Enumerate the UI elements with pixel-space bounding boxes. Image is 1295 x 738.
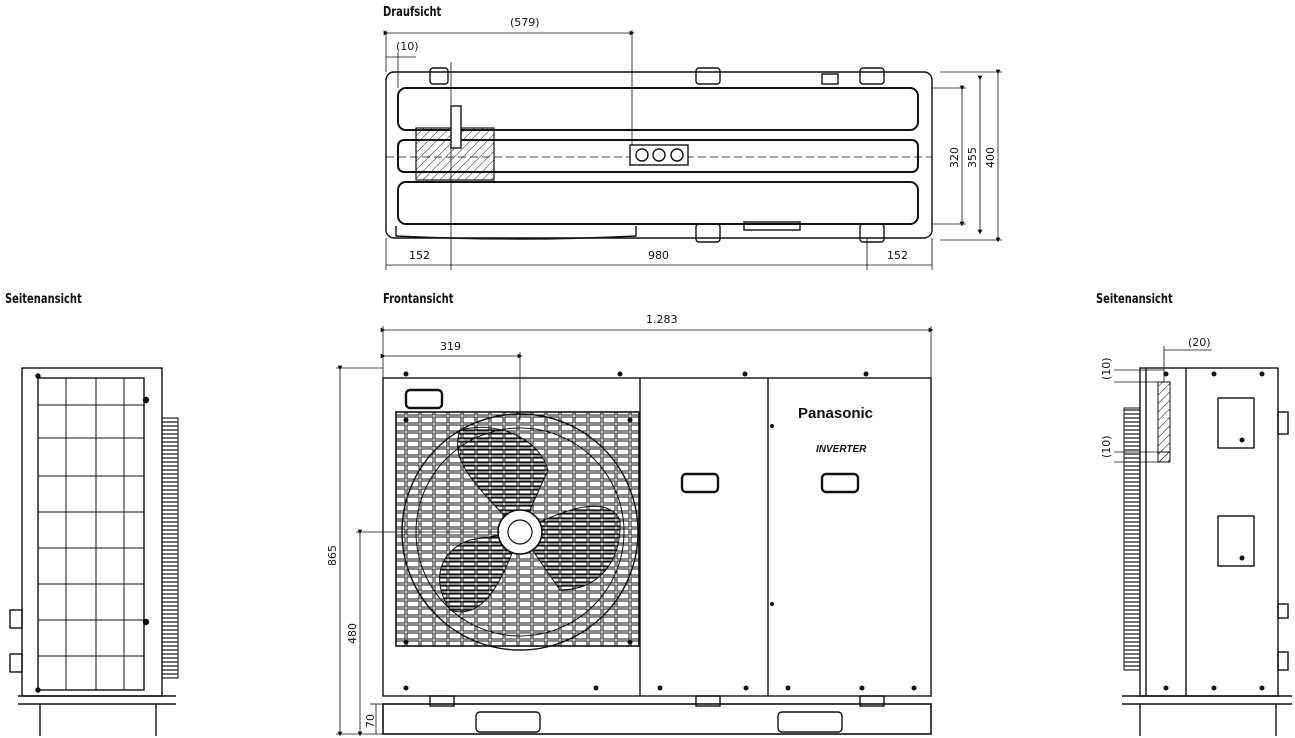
- brand-logo: Panasonic: [798, 405, 873, 422]
- dim-base-70: 70: [364, 714, 377, 728]
- dim-fan-height-480: 480: [346, 623, 359, 644]
- dim-clearance-20: (20): [1188, 336, 1211, 349]
- side-view-left: [9, 367, 179, 736]
- title-side-view-left: Seitenansicht: [5, 292, 82, 307]
- dim-clearance-10-lower: (10): [1100, 435, 1113, 458]
- dim-clearance-10-top: (10): [396, 40, 419, 53]
- dim-depth-355: 355: [966, 147, 979, 168]
- top-view: [383, 30, 1002, 270]
- dim-foot-right-152: 152: [887, 249, 908, 262]
- dim-foot-left-152: 152: [409, 249, 430, 262]
- dim-clearance-10-upper: (10): [1100, 357, 1113, 380]
- brand-inverter-logo: INVERTER: [816, 444, 867, 455]
- dim-total-width-1283: 1.283: [646, 313, 678, 326]
- title-top-view: Draufsicht: [383, 5, 442, 20]
- dim-depth-400: 400: [984, 147, 997, 168]
- side-view-right: [1114, 346, 1292, 736]
- dim-foot-span-980: 980: [648, 249, 669, 262]
- dim-height-865: 865: [326, 545, 339, 566]
- title-side-view-right: Seitenansicht: [1096, 292, 1173, 307]
- dim-579: (579): [510, 16, 540, 29]
- dim-depth-320: 320: [948, 147, 961, 168]
- dim-fan-center-319: 319: [440, 340, 461, 353]
- front-view: [336, 326, 934, 737]
- title-front-view: Frontansicht: [383, 292, 454, 307]
